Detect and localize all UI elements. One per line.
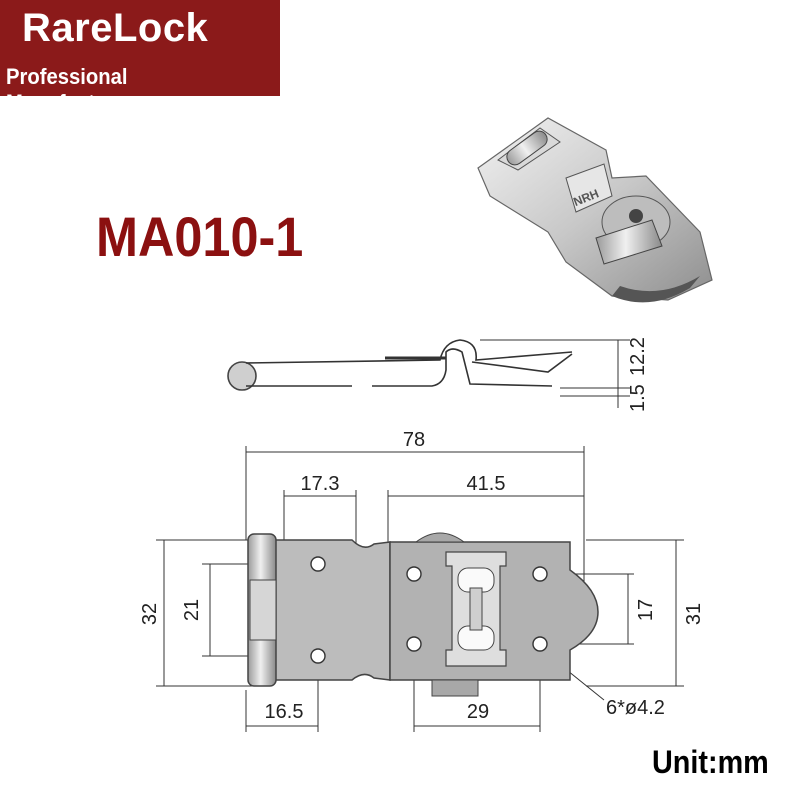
dim-side-height: 12.2 (627, 337, 649, 376)
unit-label: Unit:mm (652, 744, 769, 780)
dim-hinge-offset: 16.5 (265, 701, 304, 723)
brand-name: RareLock (22, 6, 209, 50)
dimension-lines (156, 446, 684, 732)
dim-hole-spacing-left: 21 (181, 599, 203, 621)
dim-slot-to-end: 41.5 (467, 473, 506, 495)
dim-total-width: 32 (139, 603, 161, 625)
side-dimension-lines (480, 339, 630, 408)
top-view (247, 532, 599, 697)
dim-holes: 6*ø4.2 (606, 697, 665, 719)
brand-banner: RareLock Professional Manufacturer (0, 0, 280, 115)
dim-staple-hole-spacing: 29 (467, 701, 489, 723)
side-view (227, 339, 573, 391)
dim-hole-spacing-right: 17 (635, 599, 657, 621)
dim-overall-length: 78 (403, 429, 425, 451)
dim-hinge-to-slot: 17.3 (301, 473, 340, 495)
product-render: NRH (477, 117, 713, 303)
model-number: MA010-1 (96, 205, 304, 268)
dim-staple-width: 31 (683, 603, 705, 625)
brand-tagline: Professional Manufacturer (6, 64, 135, 115)
dim-thickness: 1.5 (627, 384, 649, 412)
